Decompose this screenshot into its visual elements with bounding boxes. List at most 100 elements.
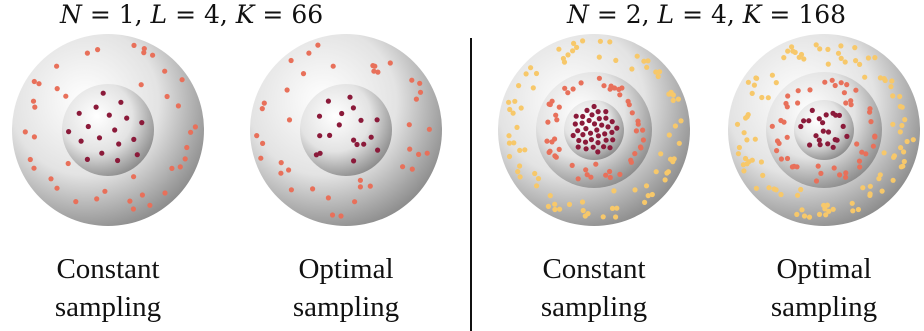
sample-dot — [595, 149, 601, 155]
sample-dot — [357, 177, 363, 183]
sample-dot — [806, 118, 812, 124]
sample-dot — [375, 147, 381, 153]
sample-dot — [751, 82, 757, 88]
sample-dot — [773, 80, 779, 86]
sample-dot — [619, 85, 625, 91]
sample-dot — [339, 110, 345, 117]
sample-dot — [580, 207, 586, 214]
sample-dot — [417, 89, 424, 95]
sample-dot — [889, 78, 895, 84]
sample-dot — [904, 138, 910, 145]
sample-dot — [607, 145, 613, 151]
sample-dot — [784, 104, 790, 110]
sample-dot — [84, 156, 90, 162]
sample-dot — [813, 42, 819, 48]
sample-dot — [743, 115, 749, 121]
sample-dot — [872, 134, 878, 140]
sample-dot — [329, 212, 336, 218]
sample-dot — [512, 98, 518, 104]
sample-dot — [608, 83, 614, 89]
sample-dot — [575, 128, 581, 134]
sample-dot — [589, 112, 595, 118]
sample-dot — [506, 140, 512, 146]
sample-dot — [655, 73, 661, 80]
sample-dot — [554, 117, 560, 123]
sample-dot — [141, 46, 147, 52]
sample-dot — [753, 185, 759, 191]
sample-dot — [822, 79, 828, 85]
sample-dot — [629, 66, 635, 72]
sample-dot — [595, 140, 601, 146]
sample-dot — [890, 177, 896, 183]
sample-dot — [115, 157, 121, 164]
sample-dot — [816, 211, 823, 217]
sample-dot — [78, 138, 84, 144]
sample-dot — [898, 164, 904, 170]
sample-dot — [759, 94, 765, 101]
sample-dot — [603, 172, 609, 178]
sample-dot — [890, 93, 896, 99]
sample-dot — [547, 193, 553, 199]
divider-line — [470, 38, 472, 331]
sphere-panel-optimal-2 — [722, 28, 924, 232]
sample-dot — [668, 89, 674, 95]
sample-dot — [583, 167, 589, 173]
sample-dot — [316, 113, 323, 119]
sample-dot — [666, 132, 672, 138]
sample-dot — [860, 185, 866, 191]
sample-dot — [614, 125, 620, 131]
sample-dot — [831, 165, 837, 171]
sample-dot — [583, 146, 589, 152]
sample-dot — [607, 168, 613, 175]
sample-dot — [617, 92, 623, 98]
sample-dot — [617, 171, 623, 177]
sample-dot — [645, 58, 651, 64]
sample-dot — [862, 74, 868, 80]
sample-dot — [633, 128, 639, 134]
sample-dot — [65, 160, 71, 167]
sample-dot — [112, 127, 118, 133]
sample-dot — [595, 133, 601, 139]
sample-dot — [785, 48, 791, 54]
sample-dot — [602, 131, 608, 137]
sample-dot — [795, 88, 801, 94]
sample-dot — [658, 151, 664, 157]
sample-dot — [843, 170, 849, 176]
sample-dot — [286, 167, 292, 173]
sample-dot — [22, 129, 28, 135]
sample-dot — [192, 124, 198, 130]
sample-dot — [570, 86, 576, 92]
sample-dot — [580, 113, 586, 120]
sample-dot — [595, 109, 601, 115]
sample-dot — [653, 69, 659, 75]
sample-dot — [801, 118, 807, 124]
sample-dot — [678, 118, 684, 124]
sample-dot — [552, 206, 558, 213]
sample-dot — [84, 50, 90, 56]
sample-dot — [306, 50, 312, 56]
sample-dot — [596, 116, 602, 122]
sample-dot — [758, 159, 764, 165]
sample-dot — [849, 200, 855, 206]
sample-dot — [741, 130, 747, 136]
sample-dot — [857, 61, 863, 67]
sample-dot — [769, 72, 775, 78]
sample-dot — [586, 117, 592, 124]
sample-dot — [614, 205, 620, 211]
sample-dot — [188, 129, 194, 135]
sample-dot — [795, 100, 801, 106]
sample-dot — [641, 58, 647, 64]
sample-dot — [367, 183, 373, 189]
sample-dot — [605, 124, 611, 130]
sample-dot — [798, 186, 804, 193]
sample-dot — [765, 95, 771, 101]
sample-dot — [795, 192, 801, 198]
sample-dot — [649, 191, 655, 198]
sample-dot — [570, 48, 576, 54]
sample-dot — [371, 68, 377, 74]
sample-dot — [745, 79, 751, 85]
sample-dot — [517, 147, 523, 153]
sample-dot — [406, 122, 412, 128]
sample-dot — [66, 129, 72, 135]
sample-dot — [278, 170, 284, 176]
